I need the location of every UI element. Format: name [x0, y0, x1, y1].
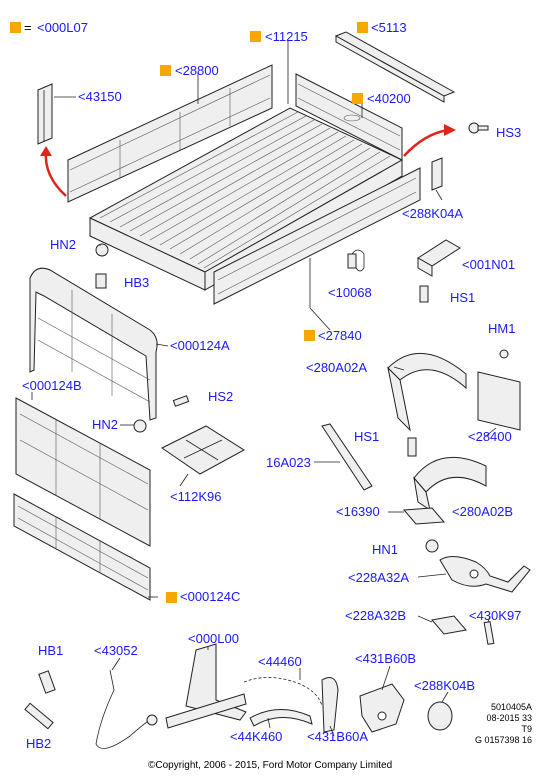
callout-hn2-b[interactable]: HN2 [92, 417, 119, 432]
callout-11215[interactable]: <11215 [265, 29, 308, 44]
callout-228a32b[interactable]: <228A32B [345, 608, 407, 623]
leader-lines [31, 40, 497, 737]
rear-board [295, 73, 403, 161]
diagram-info: 5010405A 08-2015 33 T9 G 0157398 16 [475, 702, 532, 746]
mudguard-a [387, 353, 467, 432]
callout-10068[interactable]: <10068 [328, 285, 372, 300]
cable-43052 [95, 669, 158, 749]
side-board-right [213, 167, 421, 305]
pin-430k97 [483, 621, 495, 645]
callout-000124a[interactable]: <000124A [170, 338, 230, 353]
bracket-431b60a [321, 677, 339, 733]
callout-000l00[interactable]: <000L00 [188, 631, 239, 646]
marker-square [352, 93, 363, 104]
info-line-2: 08-2015 33 [486, 713, 532, 723]
hook-10068 [347, 249, 365, 272]
callout-16390[interactable]: <16390 [336, 504, 380, 519]
callout-hs2[interactable]: HS2 [208, 389, 234, 404]
chain-44460 [243, 677, 323, 707]
callout-28800[interactable]: <28800 [175, 63, 219, 78]
bracket-16a023 [321, 423, 373, 491]
crossbar [334, 31, 456, 97]
headboard-frame [29, 267, 158, 421]
side-rack-c [13, 493, 151, 601]
callout-5113[interactable]: <5113 [371, 20, 407, 35]
arrow-right [403, 128, 449, 157]
marker-square [166, 592, 177, 603]
callout-28400[interactable]: <28400 [468, 429, 512, 444]
bracket-16390 [402, 507, 446, 525]
legend-swatch [10, 22, 21, 33]
bolt-hb2 [24, 702, 54, 730]
nut-hs3 [468, 122, 489, 134]
callout-000124c[interactable]: <000124C [180, 589, 241, 604]
callout-228a32a[interactable]: <228A32A [348, 570, 410, 585]
callout-hb2[interactable]: HB2 [26, 736, 52, 751]
callout-hs1-a[interactable]: HS1 [450, 290, 476, 305]
bolt-hs2 [172, 395, 190, 407]
callout-43052[interactable]: <43052 [94, 643, 138, 658]
callout-000124b[interactable]: <000124B [22, 378, 82, 393]
marker-square [160, 65, 171, 76]
hinge-431b60b [359, 683, 405, 733]
mudflap-28400 [477, 371, 521, 431]
callout-44460[interactable]: <44460 [258, 654, 302, 669]
callout-43150[interactable]: <43150 [78, 89, 122, 104]
callout-hb1[interactable]: HB1 [38, 643, 64, 658]
callout-44k460[interactable]: <44K460 [230, 729, 283, 744]
marker-square [304, 330, 315, 341]
nut-hn1 [425, 539, 439, 553]
mudguard-b [413, 456, 487, 512]
copyright-text: ©Copyright, 2006 - 2015, Ford Motor Comp… [148, 760, 393, 771]
callout-16a023[interactable]: 16A023 [266, 455, 311, 470]
callout-280a02b[interactable]: <280A02B [452, 504, 514, 519]
callout-hs3[interactable]: HS3 [496, 125, 522, 140]
callout-hb3[interactable]: HB3 [124, 275, 150, 290]
callout-112k96[interactable]: <112K96 [170, 489, 222, 504]
callout-27840[interactable]: <27840 [318, 328, 362, 343]
callout-001n01[interactable]: <001N01 [462, 257, 516, 272]
callout-288k04a[interactable]: <288K04A [402, 206, 464, 221]
callout-hm1[interactable]: HM1 [488, 321, 516, 336]
callout-280a02a[interactable]: <280A02A [306, 360, 368, 375]
bracket-000l00 [165, 643, 247, 729]
bolt-hb3 [95, 273, 107, 289]
callout-430k97[interactable]: <430K97 [469, 608, 522, 623]
side-board-left [67, 64, 273, 203]
side-rack-b [15, 397, 151, 547]
callout-431b60a[interactable]: <431B60A [307, 729, 369, 744]
legend-label: <000L07 [37, 20, 88, 35]
nut-hn2-a [95, 243, 109, 257]
info-line-4: G 0157398 16 [474, 735, 532, 745]
bolt-hs1-b [407, 437, 417, 457]
callout-hs1-b[interactable]: HS1 [354, 429, 380, 444]
callout-431b60b[interactable]: <431B60B [355, 651, 417, 666]
marker-square [357, 22, 368, 33]
callout-40200[interactable]: <40200 [367, 91, 411, 106]
strap-44k460 [249, 708, 313, 727]
legend-equals: = [24, 20, 32, 35]
bolt-hs1-a [419, 285, 429, 303]
bracket-288k04a [431, 157, 443, 191]
arrow-left [44, 151, 67, 197]
spare-wheel-carrier [439, 556, 531, 593]
spare-wheel-plate [161, 425, 245, 475]
bracket-001n01 [417, 239, 461, 277]
bolt-hb1 [38, 670, 56, 694]
corner-post [37, 83, 53, 145]
info-line-1: 5010405A [490, 702, 532, 712]
info-line-3: T9 [521, 724, 532, 734]
callout-288k04b[interactable]: <288K04B [414, 678, 476, 693]
nut-hn2-b [133, 419, 147, 433]
cap-288k04b [427, 701, 453, 731]
callout-hn1[interactable]: HN1 [372, 542, 399, 557]
bolt-hm1 [499, 349, 509, 359]
bracket-228a32b [431, 615, 467, 635]
callout-hn2-a[interactable]: HN2 [50, 237, 77, 252]
marker-square [250, 31, 261, 42]
